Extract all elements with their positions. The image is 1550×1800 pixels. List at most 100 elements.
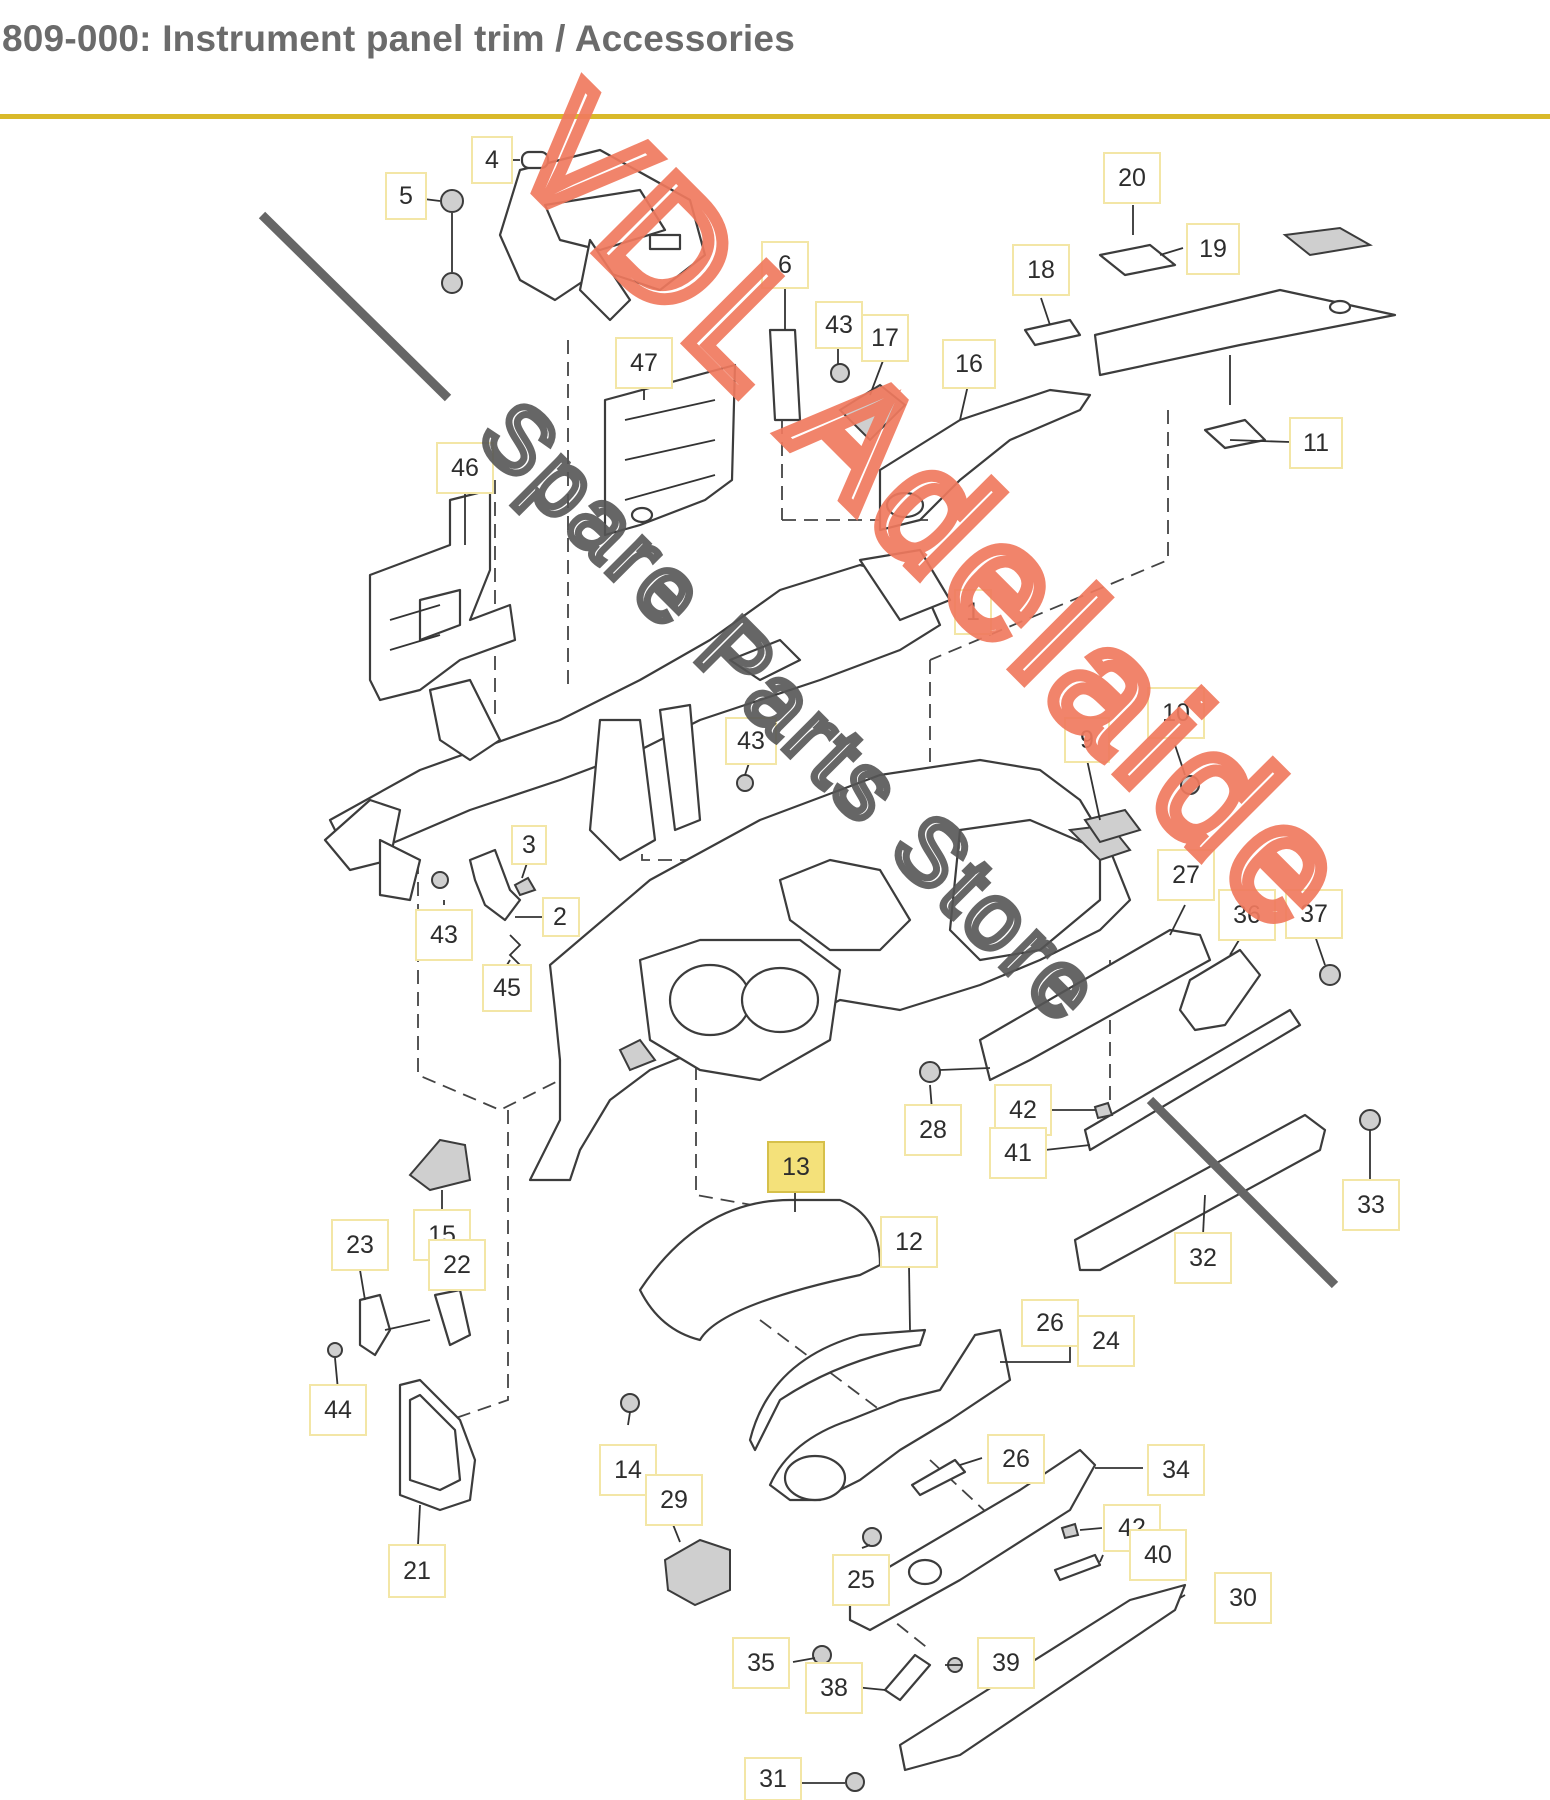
callout-38[interactable]: 38 (805, 1662, 863, 1714)
svg-text:42: 42 (1009, 1096, 1037, 1124)
screw-37-icon (1319, 964, 1341, 986)
callout-17[interactable]: 17 (861, 314, 909, 362)
nut-5-icon (440, 189, 464, 294)
svg-text:35: 35 (747, 1649, 775, 1677)
dashboard-panel (528, 758, 1132, 1182)
svg-text:5: 5 (399, 182, 413, 210)
callout-1[interactable]: 1 (954, 589, 992, 635)
dash-top-trim-16 (878, 388, 1092, 532)
svg-text:18: 18 (1027, 256, 1055, 284)
callout-21[interactable]: 21 (388, 1544, 446, 1598)
screw-3-icon (513, 876, 537, 897)
callout-27[interactable]: 27 (1157, 849, 1215, 901)
callout-41[interactable]: 41 (989, 1127, 1047, 1179)
callout-34[interactable]: 34 (1147, 1444, 1205, 1496)
callout-43-b[interactable]: 43 (725, 717, 777, 765)
callout-46[interactable]: 46 (436, 442, 494, 494)
callout-37[interactable]: 37 (1285, 889, 1343, 939)
svg-text:43: 43 (430, 921, 458, 949)
callout-39[interactable]: 39 (977, 1637, 1035, 1689)
callout-19[interactable]: 19 (1186, 223, 1240, 275)
callout-44[interactable]: 44 (309, 1384, 367, 1436)
svg-text:43: 43 (825, 311, 853, 339)
callout-9[interactable]: 9 (1064, 717, 1110, 763)
svg-text:4: 4 (485, 146, 499, 174)
svg-text:1: 1 (966, 598, 980, 626)
callout-11[interactable]: 11 (1289, 417, 1343, 469)
callout-18[interactable]: 18 (1012, 244, 1070, 296)
callout-35[interactable]: 35 (732, 1637, 790, 1689)
callout-33[interactable]: 33 (1342, 1179, 1400, 1231)
screw-25-icon (862, 1527, 882, 1547)
clip-38-icon (883, 1653, 932, 1702)
callout-4[interactable]: 4 (471, 136, 513, 184)
callout-40[interactable]: 40 (1129, 1529, 1187, 1581)
svg-text:22: 22 (443, 1251, 471, 1279)
callout-42-a[interactable]: 42 (994, 1084, 1052, 1136)
svg-text:19: 19 (1199, 235, 1227, 263)
callout-24[interactable]: 24 (1077, 1315, 1135, 1367)
dash-top-trim-19 (1093, 288, 1397, 377)
grille-15 (408, 1138, 472, 1192)
callout-30[interactable]: 30 (1214, 1572, 1272, 1624)
svg-text:6: 6 (778, 251, 792, 279)
screw-33-icon (1359, 1109, 1381, 1131)
clip-26-icon (910, 1458, 967, 1497)
callout-2[interactable]: 2 (542, 897, 580, 937)
svg-text:38: 38 (820, 1674, 848, 1702)
callout-25[interactable]: 25 (832, 1554, 890, 1606)
callout-47[interactable]: 47 (615, 337, 673, 389)
trim-40 (1053, 1553, 1102, 1582)
svg-text:26: 26 (1036, 1309, 1064, 1337)
callout-20[interactable]: 20 (1103, 152, 1161, 204)
callout-3[interactable]: 3 (511, 825, 547, 865)
callout-32[interactable]: 32 (1174, 1232, 1232, 1284)
svg-text:31: 31 (759, 1765, 787, 1793)
svg-text:36: 36 (1233, 901, 1261, 929)
callout-26-b[interactable]: 26 (987, 1434, 1045, 1484)
callout-36[interactable]: 36 (1218, 889, 1276, 941)
trim-30 (898, 1583, 1187, 1772)
speaker-grille-17 (838, 383, 907, 442)
callout-43-c[interactable]: 43 (415, 909, 473, 961)
svg-text:41: 41 (1004, 1139, 1032, 1167)
svg-text:37: 37 (1300, 900, 1328, 928)
callout-6[interactable]: 6 (761, 241, 809, 289)
screw-14-icon (620, 1393, 640, 1413)
svg-text:12: 12 (895, 1228, 923, 1256)
trim-24 (768, 1328, 1012, 1502)
trim-21 (398, 1378, 477, 1512)
cross-car-beam (323, 548, 952, 902)
clip-4-icon (520, 150, 550, 170)
svg-text:24: 24 (1092, 1327, 1120, 1355)
callout-5[interactable]: 5 (385, 172, 427, 220)
bracket-6-icon (768, 328, 802, 422)
callout-31[interactable]: 31 (744, 1757, 802, 1800)
svg-text:40: 40 (1144, 1541, 1172, 1569)
callout-26-a[interactable]: 26 (1021, 1299, 1079, 1347)
svg-text:10: 10 (1162, 699, 1190, 727)
bracket-22 (433, 1288, 472, 1347)
svg-text:34: 34 (1162, 1456, 1190, 1484)
svg-text:27: 27 (1172, 861, 1200, 889)
svg-text:46: 46 (451, 454, 479, 482)
svg-text:14: 14 (614, 1456, 642, 1484)
page-title: 809-000: Instrument panel trim / Accesso… (2, 18, 795, 59)
trim-41 (1083, 1008, 1302, 1152)
callout-28[interactable]: 28 (904, 1104, 962, 1156)
callout-22[interactable]: 22 (428, 1239, 486, 1291)
callout-10[interactable]: 10 (1147, 687, 1205, 739)
callout-16[interactable]: 16 (942, 339, 996, 389)
callout-29[interactable]: 29 (645, 1474, 703, 1526)
callout-45[interactable]: 45 (482, 964, 532, 1012)
svg-text:43: 43 (737, 727, 765, 755)
callout-12[interactable]: 12 (880, 1216, 938, 1268)
callout-23[interactable]: 23 (331, 1219, 389, 1271)
svg-text:28: 28 (919, 1116, 947, 1144)
svg-text:13: 13 (782, 1153, 810, 1181)
clip-42a-icon (1093, 1101, 1114, 1120)
callout-14[interactable]: 14 (599, 1444, 657, 1496)
callout-43-a[interactable]: 43 (815, 301, 863, 349)
callout-13-highlighted[interactable]: 13 (767, 1141, 825, 1193)
